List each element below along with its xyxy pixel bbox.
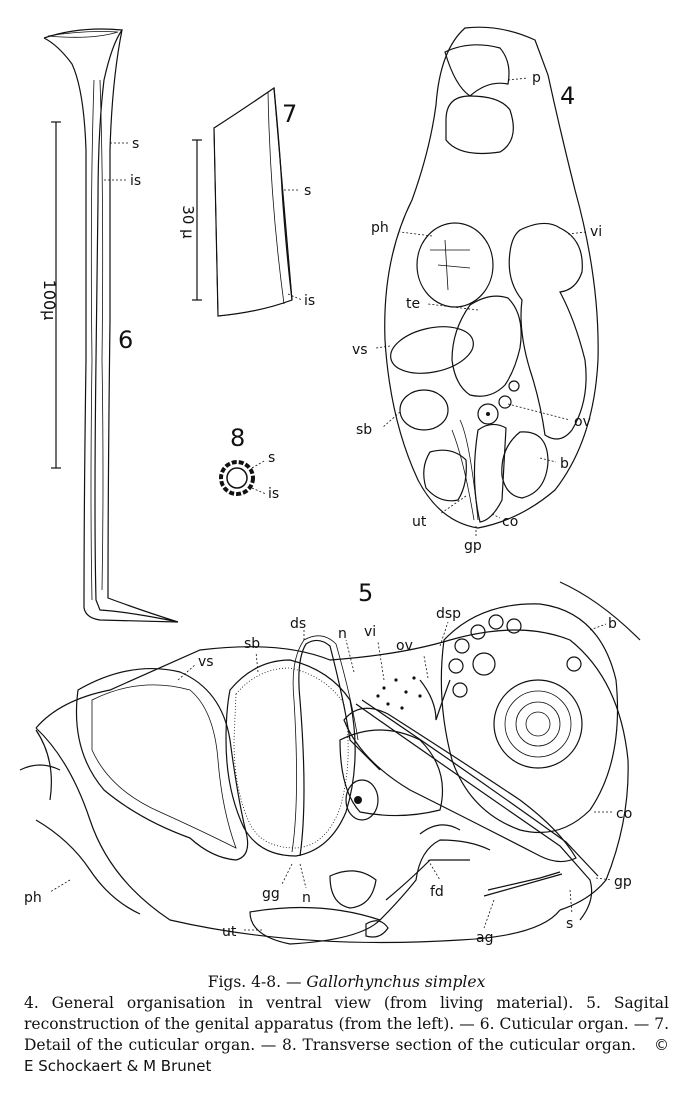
fig5-label-n: n	[338, 626, 347, 642]
fig5-label-sb: sb	[244, 636, 260, 652]
fig5-label-ut: ut	[222, 924, 237, 940]
figure-caption: Figs. 4-8. — Gallorhynchus simplex 4. Ge…	[24, 972, 669, 1077]
figure-6: 100µ s is 6	[40, 28, 179, 623]
fig5-label-ov: ov	[396, 638, 413, 654]
fig4-proboscis	[444, 44, 510, 97]
fig5-spiral-body	[493, 679, 583, 769]
fig4-label-sb: sb	[356, 422, 372, 438]
fig5-ductus-seminalis	[298, 639, 381, 857]
fig6-number: 6	[118, 326, 133, 354]
fig4-bursa	[501, 431, 549, 499]
fig4-label-ov: ov	[574, 414, 591, 430]
fig4-label-p: p	[532, 70, 541, 86]
fig4-pharynx	[416, 222, 494, 308]
fig5-label-ds: ds	[290, 616, 306, 632]
fig5-label-fd: fd	[430, 884, 444, 900]
fig8-label-is: is	[268, 486, 279, 502]
fig8-section-outer	[219, 460, 255, 496]
caption-species: Gallorhynchus simplex	[306, 973, 486, 991]
fig7-label-s: s	[304, 183, 311, 199]
fig4-bursa-seminalis	[399, 389, 449, 431]
fig7-scale-label: 30 µ	[179, 205, 197, 239]
fig5-label-vi: vi	[364, 624, 376, 640]
fig8-number: 8	[230, 424, 245, 452]
fig4-cuticular-organ	[473, 423, 507, 523]
fig5-label-co: co	[616, 806, 632, 822]
caption-title: Figs. 4-8. — Gallorhynchus simplex	[24, 972, 669, 993]
fig4-seminal-vesicle	[390, 326, 474, 374]
fig5-body-outline	[35, 629, 629, 944]
fig4-label-gp: gp	[464, 538, 482, 554]
fig4-body-outline	[384, 26, 599, 529]
fig6-organ-outline	[43, 28, 179, 623]
fig4-label-ph: ph	[371, 220, 389, 236]
figure-4: 4 p ph vi te vs ov sb b ut co gp	[352, 26, 602, 554]
figure-plate: 100µ s is 6 30 µ 7 s is 8 s is	[19, 26, 641, 946]
fig5-cuticular-organ	[343, 707, 577, 863]
fig5-seminal-vesicle	[75, 667, 249, 861]
fig5-bursa	[440, 603, 619, 834]
fig5-number: 5	[358, 579, 373, 607]
caption-title-prefix: Figs. 4-8. —	[207, 973, 307, 991]
fig5-label-ag: ag	[476, 930, 493, 946]
fig4-label-vs: vs	[352, 342, 368, 358]
fig4-number: 4	[560, 82, 575, 110]
fig4-vitellaria	[508, 222, 587, 440]
fig5-vitellarium-dots	[376, 676, 422, 710]
fig5-bursa-cells	[448, 614, 582, 698]
fig5-label-vs: vs	[198, 654, 214, 670]
caption-credit: © E Schockaert & M Brunet	[24, 1036, 669, 1075]
fig6-label-is: is	[130, 173, 141, 189]
fig6-scale-label: 100µ	[40, 280, 59, 321]
fig5-seminal-bursa	[225, 659, 356, 857]
fig5-label-b: b	[608, 616, 617, 632]
figure-5: 5	[19, 579, 641, 946]
fig4-label-ut: ut	[412, 514, 427, 530]
figure-7: 30 µ 7 s is	[179, 86, 315, 317]
fig7-number: 7	[282, 100, 297, 128]
caption-body: 4. General organisation in ventral view …	[24, 993, 669, 1077]
fig5-label-s: s	[566, 916, 573, 932]
fig4-label-vi: vi	[590, 224, 602, 240]
fig4-label-b: b	[560, 456, 569, 472]
fig8-label-s: s	[268, 450, 275, 466]
fig5-label-gp: gp	[614, 874, 632, 890]
fig5-label-dsp: dsp	[436, 606, 461, 622]
fig7-wall-segment	[213, 86, 293, 317]
figure-8: 8 s is	[219, 424, 279, 502]
fig6-label-s: s	[132, 136, 139, 152]
fig7-label-is: is	[304, 293, 315, 309]
fig4-uterus	[423, 449, 467, 502]
fig5-label-gg: gg	[262, 886, 280, 902]
caption-body-text: 4. General organisation in ventral view …	[24, 994, 669, 1054]
fig5-label-n2: n	[302, 890, 311, 906]
fig4-label-co: co	[502, 514, 518, 530]
fig8-section-inner	[226, 467, 248, 489]
fig4-label-te: te	[406, 296, 420, 312]
fig5-label-ph: ph	[24, 890, 42, 906]
fig4-testis	[451, 295, 522, 397]
